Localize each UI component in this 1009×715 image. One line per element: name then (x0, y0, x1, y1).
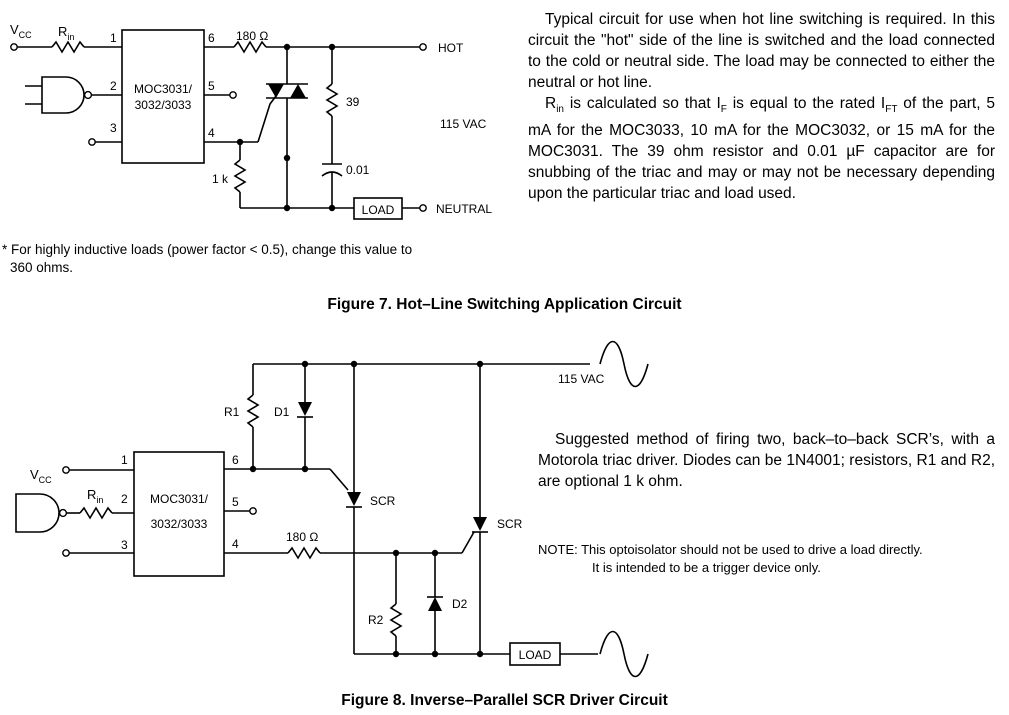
fig8-r2-label: R2 (368, 613, 384, 627)
fig8-pin2: 2 (121, 492, 128, 506)
fig7-nand-gate (25, 76, 93, 114)
fig7-39-label: 39 (346, 95, 360, 109)
fig8-rin-resistor (79, 506, 113, 520)
fig8-note-line2: It is intended to be a trigger device on… (592, 560, 821, 575)
fig7-pin1: 1 (110, 31, 117, 45)
fig8-nand-gate (15, 493, 68, 533)
fig7-vcc-terminal (10, 43, 18, 51)
fig8-load-label: LOAD (519, 648, 552, 662)
fig7-footnote: * For highly inductive loads (power fact… (2, 241, 502, 277)
fig7-pin6: 6 (208, 31, 215, 45)
fig7-rin-resistor (51, 40, 85, 54)
fig8-d1-label: D1 (274, 405, 290, 419)
fig8-rin-label: Rin (87, 487, 103, 505)
fig7-180-resistor (233, 40, 267, 54)
fig7-hot-terminal (419, 43, 427, 51)
figure7-circuit: VCC Rin 1 2 3 MOC3031/ 3032/3033 6 180 Ω (10, 22, 492, 220)
fig7-desc-para2: Rin is calculated so that IF is equal to… (528, 95, 995, 203)
fig8-note-line1: NOTE: This optoisolator should not be us… (538, 542, 923, 557)
fig8-ac-source-top (599, 340, 649, 388)
fig7-description: Typical circuit for use when hot line sw… (528, 9, 995, 204)
fig8-pin1: 1 (121, 453, 128, 467)
fig8-180-label: 180 Ω (286, 530, 318, 544)
fig8-desc-para: Suggested method of firing two, back–to–… (538, 431, 995, 490)
fig7-1k-label: 1 k (212, 172, 229, 186)
fig7-39-resistor (325, 83, 339, 117)
fig7-ic-label2: 3032/3033 (135, 98, 192, 112)
figure8-circuit: 115 VAC R1 D1 VCC 1 Rin 2 3 MOC30 (15, 340, 649, 678)
fig8-note: NOTE: This optoisolator should not be us… (538, 541, 998, 577)
fig8-r1-label: R1 (224, 405, 240, 419)
fig7-180-label: 180 Ω (236, 29, 268, 43)
fig7-ic-label1: MOC3031/ (134, 82, 193, 96)
fig8-description: Suggested method of firing two, back–to–… (538, 429, 995, 492)
fig7-ic-box (121, 29, 205, 164)
fig8-pin5: 5 (232, 495, 239, 509)
fig8-r1-resistor (246, 394, 260, 428)
fig8-ic-label2: 3032/3033 (151, 517, 208, 531)
fig8-pin6: 6 (232, 453, 239, 467)
fig8-scr2 (473, 517, 487, 531)
fig8-ic-box (133, 451, 225, 577)
fig7-triac (266, 47, 308, 208)
fig7-vac-label: 115 VAC (440, 117, 487, 131)
fig7-pin3-terminal (88, 138, 96, 146)
fig8-pin4: 4 (232, 537, 239, 551)
fig8-scr1 (347, 492, 361, 506)
fig7-pin3: 3 (110, 121, 117, 135)
fig7-caption: Figure 7. Hot–Line Switching Application… (327, 296, 682, 313)
fig8-vcc-label: VCC (30, 467, 52, 485)
fig8-d1-diode (298, 402, 312, 416)
fig8-d2-diode (428, 597, 442, 611)
fig7-neutral-terminal (419, 204, 427, 212)
fig8-pin3: 3 (121, 538, 128, 552)
fig7-load-label: LOAD (362, 203, 395, 217)
fig8-ac-source-bottom (599, 630, 649, 678)
fig8-r2-resistor (389, 603, 403, 637)
fig7-pin5: 5 (208, 79, 215, 93)
fig7-neutral-label: NEUTRAL (436, 202, 492, 216)
fig7-footnote-line1: * For highly inductive loads (power fact… (2, 242, 413, 257)
fig7-footnote-line2: 360 ohms. (10, 260, 74, 275)
fig8-180-resistor (287, 546, 321, 560)
fig7-1k-resistor (233, 159, 247, 193)
fig7-vcc-label: VCC (10, 22, 32, 40)
fig7-pin2: 2 (110, 79, 117, 93)
fig8-scr2-label: SCR (497, 517, 523, 531)
fig8-caption: Figure 8. Inverse–Parallel SCR Driver Ci… (341, 692, 668, 709)
fig8-d2-label: D2 (452, 597, 468, 611)
fig7-desc-para1: Typical circuit for use when hot line sw… (528, 11, 995, 91)
fig8-vac-label: 115 VAC (558, 372, 605, 386)
fig8-ic-label1: MOC3031/ (150, 492, 209, 506)
fig7-cap-label: 0.01 (346, 163, 370, 177)
fig7-rin-label: Rin (58, 24, 74, 42)
fig7-pin4: 4 (208, 126, 215, 140)
fig7-hot-label: HOT (438, 41, 464, 55)
fig8-scr1-label: SCR (370, 494, 396, 508)
